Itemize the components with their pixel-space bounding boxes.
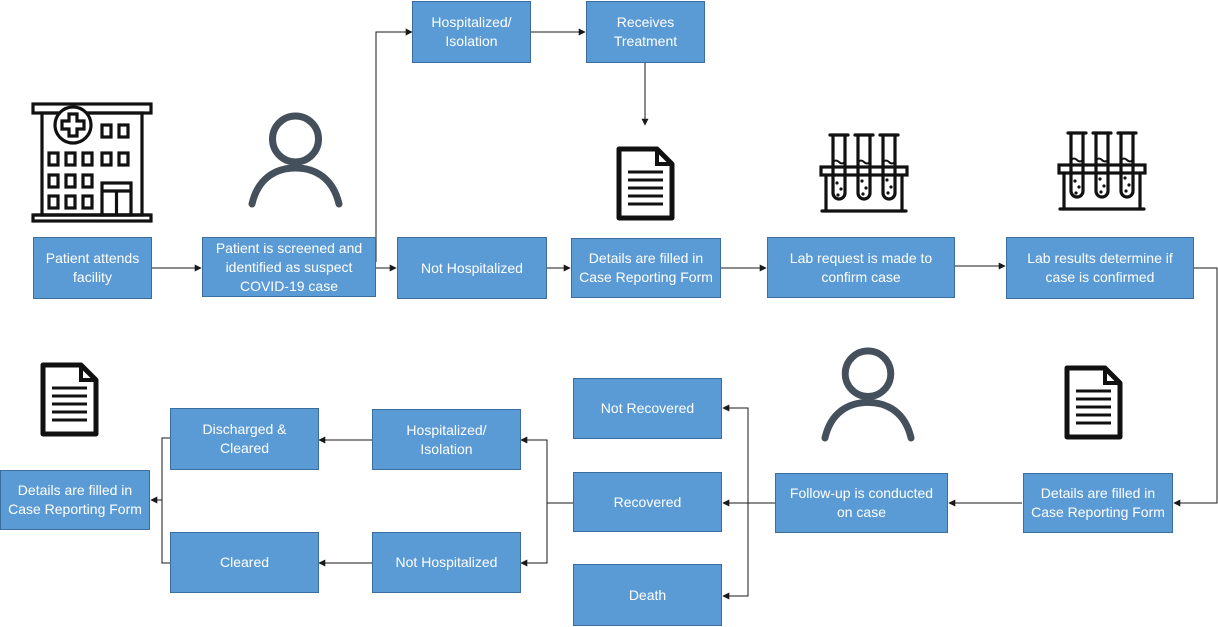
details-top-box[interactable]: Details are filled in Case Reporting For…	[571, 238, 721, 298]
not-recovered-label: Not Recovered	[600, 400, 695, 416]
follow-up-box[interactable]: Follow-up is conducted on case	[775, 473, 948, 533]
patient-attends-label: Patient attends facility	[45, 250, 140, 285]
arrow-branch-to-hospitalized-bottom	[520, 436, 548, 503]
receives-treatment-label: Receives Treatment	[613, 14, 678, 49]
not-hospitalized-bottom-box[interactable]: Not Hospitalized	[372, 532, 521, 593]
hospitalized-top-label: Hospitalized/ Isolation	[431, 14, 512, 49]
test-tubes-icon	[1057, 131, 1147, 211]
patient-attends-box[interactable]: Patient attends facility	[33, 237, 152, 299]
test-tubes-icon	[819, 133, 909, 213]
hospitalized-bottom-label: Hospitalized/ Isolation	[406, 421, 487, 457]
details-right-label: Details are filled in Case Reporting For…	[1031, 485, 1165, 520]
arrow-screened-to-hospitalized	[375, 28, 413, 262]
death-box[interactable]: Death	[573, 564, 722, 626]
hospitalized-top-box[interactable]: Hospitalized/ Isolation	[412, 1, 531, 63]
discharged-label: Discharged & Cleared	[202, 421, 287, 456]
receives-treatment-box[interactable]: Receives Treatment	[586, 1, 705, 63]
document-icon	[1064, 365, 1123, 440]
recovered-label: Recovered	[613, 493, 682, 510]
arrow-branch-to-not-hospitalized-bottom	[520, 503, 548, 567]
document-icon	[616, 146, 675, 221]
details-right-box[interactable]: Details are filled in Case Reporting For…	[1023, 473, 1173, 533]
arrow-branch-to-not-recovered	[722, 404, 749, 503]
cleared-label: Cleared	[219, 554, 270, 570]
screened-box[interactable]: Patient is screened and identified as su…	[202, 237, 376, 297]
follow-up-label: Follow-up is conducted on case	[789, 485, 934, 520]
lab-results-box[interactable]: Lab results determine if case is confirm…	[1006, 237, 1194, 299]
person-icon	[821, 347, 915, 442]
not-hospitalized-top-label: Not Hospitalized	[421, 259, 523, 276]
discharged-box[interactable]: Discharged & Cleared	[170, 408, 319, 470]
details-top-label: Details are filled in Case Reporting For…	[579, 250, 713, 285]
details-left-label: Details are filled in Case Reporting For…	[8, 482, 142, 517]
cleared-box[interactable]: Cleared	[170, 532, 319, 593]
arrow-branch-to-death	[722, 503, 749, 600]
hospital-building-icon	[31, 102, 153, 223]
lab-request-box[interactable]: Lab request is made to confirm case	[767, 237, 955, 298]
document-icon	[40, 362, 99, 437]
not-recovered-box[interactable]: Not Recovered	[573, 378, 722, 439]
not-hospitalized-top-box[interactable]: Not Hospitalized	[397, 237, 547, 299]
person-icon	[248, 112, 343, 208]
recovered-box[interactable]: Recovered	[573, 472, 722, 532]
death-label: Death	[628, 586, 667, 603]
hospitalized-bottom-box[interactable]: Hospitalized/ Isolation	[372, 409, 521, 470]
arrow-results-to-details-right	[1173, 267, 1218, 507]
screened-label: Patient is screened and identified as su…	[215, 239, 363, 294]
lab-results-label: Lab results determine if case is confirm…	[1027, 250, 1173, 285]
lab-request-label: Lab request is made to confirm case	[789, 249, 933, 285]
line-discharged-to-join	[161, 437, 170, 564]
details-left-box[interactable]: Details are filled in Case Reporting For…	[0, 470, 150, 530]
not-hospitalized-bottom-label: Not Hospitalized	[395, 554, 498, 570]
